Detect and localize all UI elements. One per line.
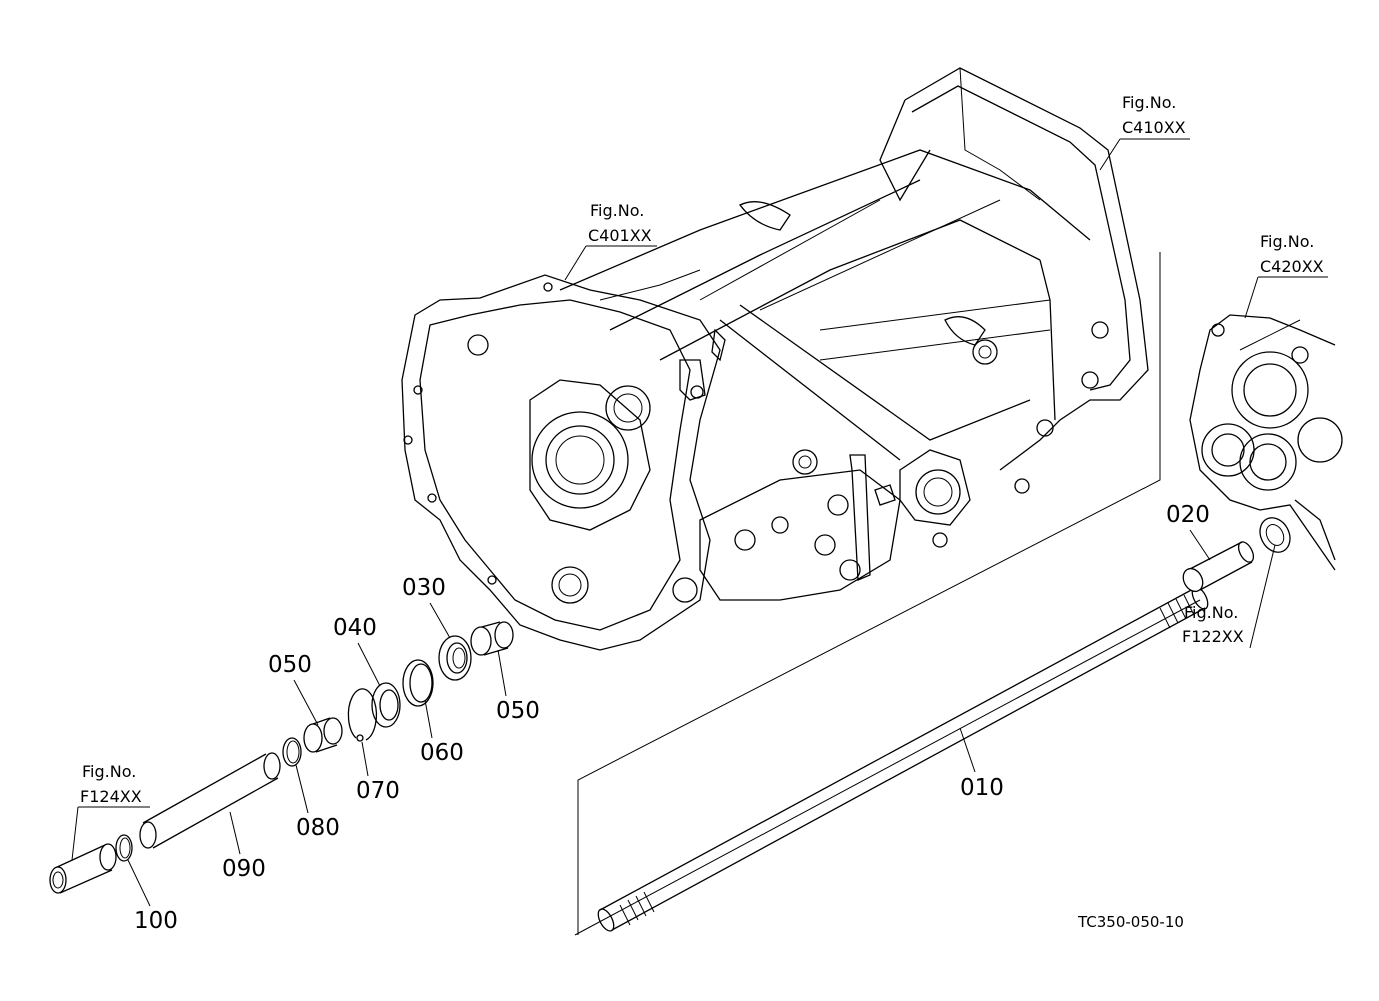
o-ring-080	[282, 737, 302, 767]
part-090-label: 090	[222, 856, 266, 882]
coupling-f124	[49, 843, 117, 894]
bearing-040	[371, 682, 401, 728]
figure-ref-c401-code: C401XX	[588, 226, 652, 245]
o-ring-100	[115, 834, 133, 862]
drawing-code: TC350-050-10	[1077, 913, 1184, 931]
figure-ref-f122-title: Fig.No.	[1184, 603, 1238, 622]
sleeve-020	[1182, 541, 1255, 593]
figure-ref-c420-title: Fig.No.	[1260, 232, 1314, 251]
pipe-090	[139, 752, 281, 849]
part-020-callout[interactable]: 020	[1166, 502, 1211, 561]
bearing-030	[438, 635, 472, 681]
transmission-housing	[401, 67, 1149, 651]
bushing-050-left	[303, 717, 343, 753]
figure-ref-c401-title: Fig.No.	[590, 201, 644, 220]
part-040-label: 040	[333, 615, 377, 641]
part-080-callout[interactable]: 080	[295, 764, 340, 841]
part-090-callout[interactable]: 090	[222, 811, 266, 882]
part-100-callout[interactable]: 100	[127, 859, 178, 934]
part-040-callout[interactable]: 040	[333, 615, 381, 687]
coupling-f122	[1259, 517, 1291, 553]
part-100-label: 100	[134, 908, 178, 934]
part-010-callout[interactable]: 010	[959, 727, 1004, 801]
figure-ref-f122-code: F122XX	[1182, 627, 1244, 646]
part-050-right-callout[interactable]: 050	[496, 649, 540, 724]
part-050-left-label: 050	[268, 652, 312, 678]
part-070-label: 070	[356, 778, 400, 804]
part-060-callout[interactable]: 060	[420, 699, 464, 766]
figure-ref-f124-code: F124XX	[80, 787, 142, 806]
part-070-callout[interactable]: 070	[356, 741, 400, 804]
snap-ring-070	[347, 688, 378, 742]
frame-lines	[574, 252, 1201, 936]
bushing-050-right	[470, 621, 514, 656]
main-shaft	[597, 586, 1209, 932]
figure-ref-f122[interactable]: Fig.No. F122XX	[1182, 544, 1276, 649]
front-axle-housing	[1189, 314, 1343, 571]
part-030-label: 030	[402, 575, 446, 601]
part-010-label: 010	[960, 775, 1004, 801]
part-060-label: 060	[420, 740, 464, 766]
figure-ref-c410-code: C410XX	[1122, 118, 1186, 137]
ring-060	[402, 659, 434, 707]
figure-ref-c401[interactable]: Fig.No. C401XX	[564, 201, 657, 281]
figure-ref-c420[interactable]: Fig.No. C420XX	[1244, 232, 1328, 319]
figure-ref-c420-code: C420XX	[1260, 257, 1324, 276]
figure-ref-c410-title: Fig.No.	[1122, 93, 1176, 112]
part-050-right-label: 050	[496, 698, 540, 724]
figure-ref-f124[interactable]: Fig.No. F124XX	[71, 762, 150, 861]
part-050-left-callout[interactable]: 050	[268, 652, 319, 726]
part-080-label: 080	[296, 815, 340, 841]
figure-ref-c410[interactable]: Fig.No. C410XX	[1099, 93, 1190, 171]
part-020-label: 020	[1166, 502, 1210, 528]
figure-ref-f124-title: Fig.No.	[82, 762, 136, 781]
part-030-callout[interactable]: 030	[402, 575, 451, 639]
